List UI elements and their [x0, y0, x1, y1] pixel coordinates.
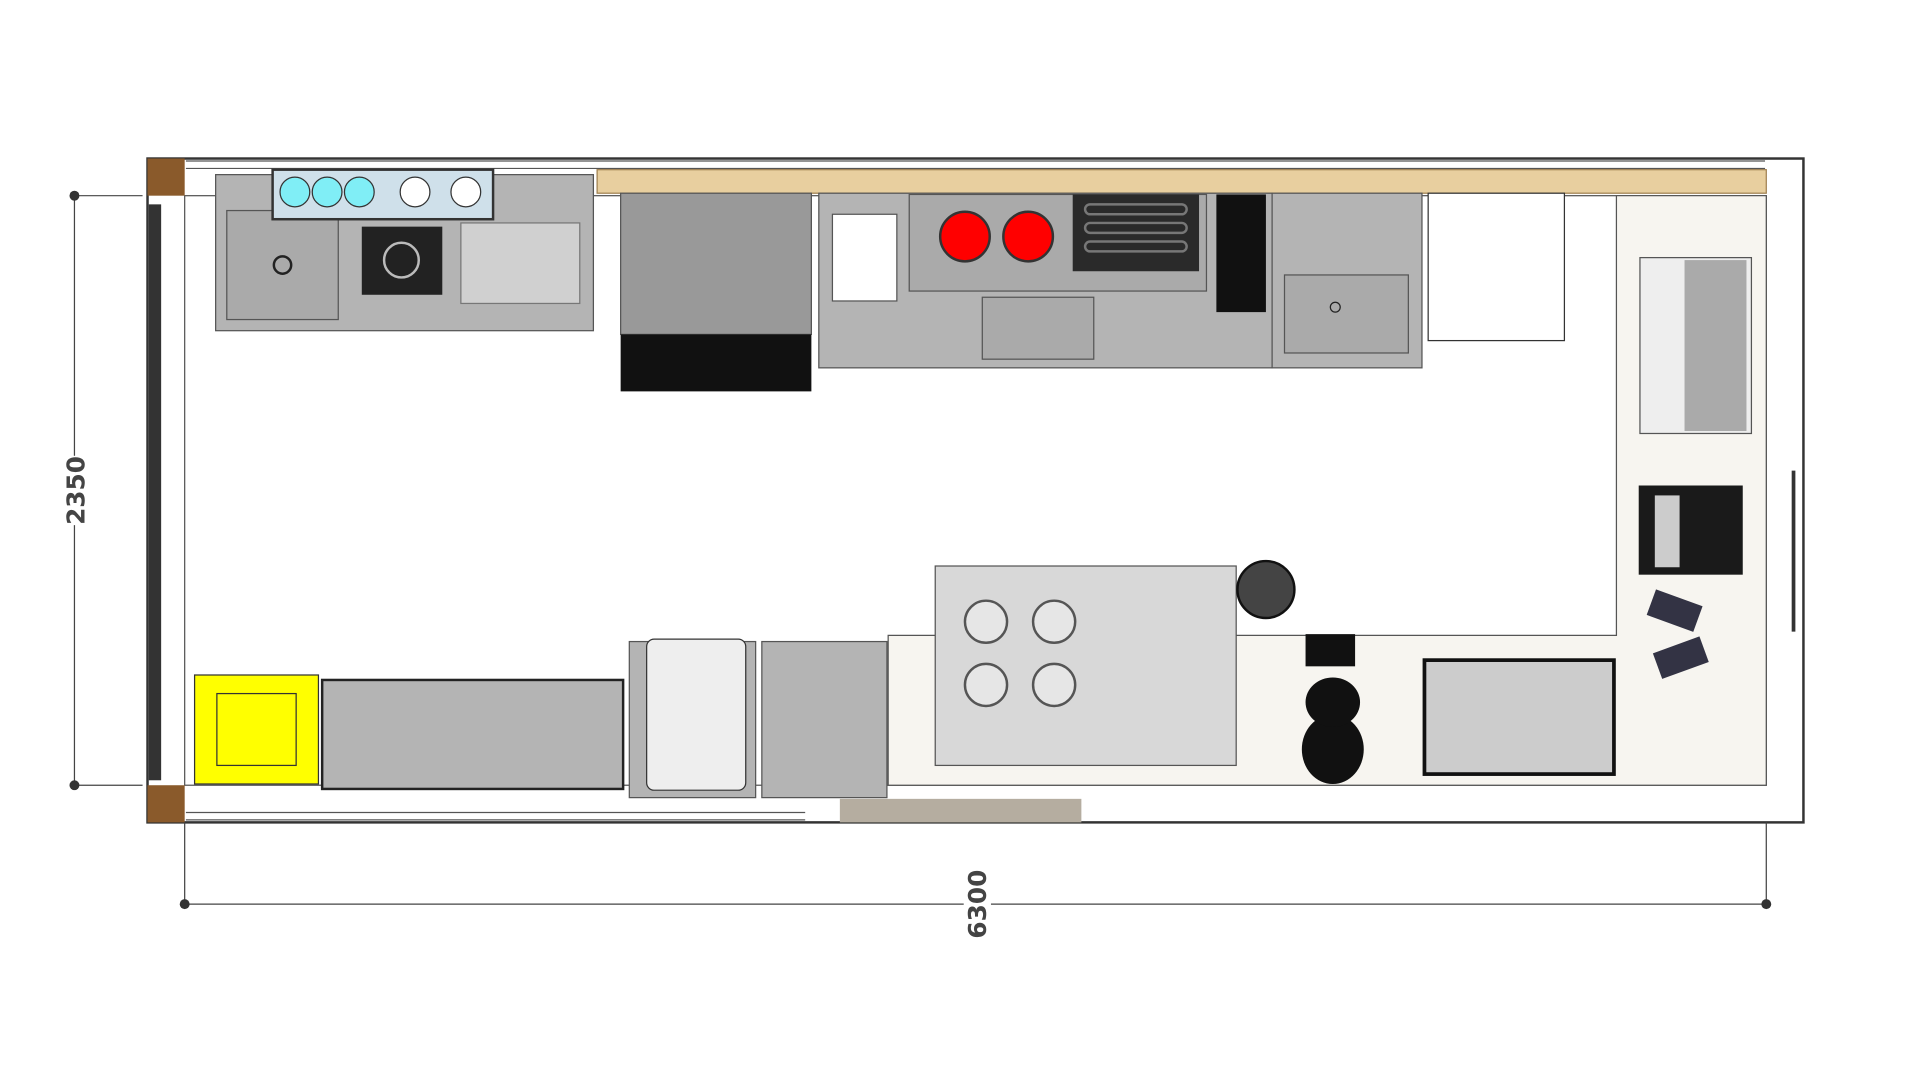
prep-island	[934, 559, 1296, 767]
waffle-maker	[1422, 658, 1616, 776]
burner-red	[938, 210, 991, 263]
dimension-width: 6300	[179, 822, 1772, 942]
dimension-height: 2350	[61, 190, 143, 791]
sink-counter	[215, 168, 595, 332]
drain-icon	[272, 255, 293, 275]
height-dimension-label: 2350	[61, 456, 90, 525]
card-terminal	[1646, 589, 1703, 632]
topping-container	[279, 176, 311, 208]
topping-container	[450, 176, 482, 208]
corner-post-top	[147, 158, 185, 196]
corner-post-bottom	[147, 785, 185, 823]
serving-window-sill	[839, 798, 1082, 823]
wooden-shelf	[596, 169, 1767, 194]
width-dimension-label: 6300	[963, 870, 992, 939]
pos-printer	[1638, 485, 1743, 575]
side-door	[148, 204, 162, 781]
yellow-bin	[193, 674, 320, 785]
bottom-equipment	[193, 638, 888, 799]
coffee-machine	[1216, 194, 1266, 313]
induction-hob	[361, 226, 443, 295]
blender	[1301, 714, 1364, 784]
burner-red	[1002, 210, 1055, 263]
topping-container	[343, 176, 375, 208]
stool	[1236, 559, 1296, 620]
refrigerator	[620, 192, 812, 392]
topping-container	[311, 176, 343, 208]
card-terminal	[1652, 636, 1709, 679]
cooking-line	[818, 192, 1566, 369]
topping-container	[399, 176, 431, 208]
